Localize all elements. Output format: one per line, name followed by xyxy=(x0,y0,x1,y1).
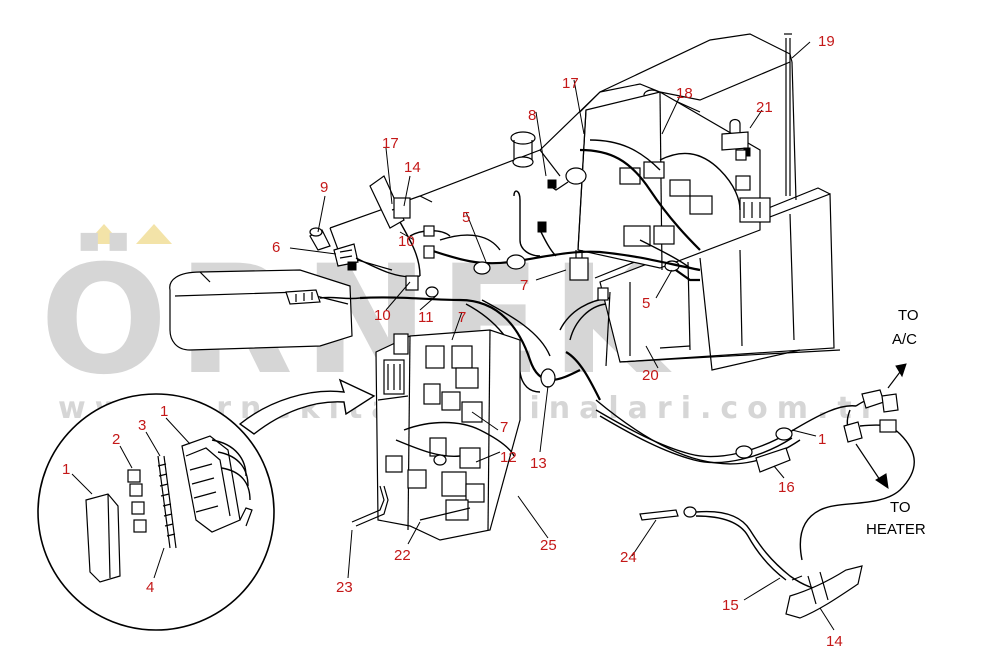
leader-lines xyxy=(71,41,835,631)
callout-19: 19 xyxy=(818,33,835,50)
to-ac-line1: TO xyxy=(898,307,919,324)
detail-inset xyxy=(37,378,376,631)
to-ac-line2: A/C xyxy=(892,331,917,348)
callout-5-upper: 5 xyxy=(462,209,470,226)
watermark-accent-left xyxy=(86,224,122,244)
callout-7-a: 7 xyxy=(520,277,528,294)
callout-10-lower: 10 xyxy=(374,307,391,324)
callout-6: 6 xyxy=(272,239,280,256)
callout-1-harness: 1 xyxy=(818,431,826,448)
callout-22: 22 xyxy=(394,547,411,564)
callout-16: 16 xyxy=(778,479,795,496)
rear-panel xyxy=(547,33,841,371)
callout-10-upper: 10 xyxy=(398,233,415,250)
callout-5-lower: 5 xyxy=(642,295,650,312)
callout-17-right: 17 xyxy=(562,75,579,92)
callout-20: 20 xyxy=(642,367,659,384)
callout-numbers: 1 2 3 1 1 4 5 5 6 7 7 7 8 9 10 10 11 12 … xyxy=(62,33,843,650)
fuse-relay-box xyxy=(351,329,521,541)
callout-2: 2 xyxy=(112,431,120,448)
callout-8: 8 xyxy=(528,107,536,124)
callout-4: 4 xyxy=(146,579,154,596)
callout-14-upper: 14 xyxy=(404,159,421,176)
callout-13: 13 xyxy=(530,455,547,472)
callout-15: 15 xyxy=(722,597,739,614)
callout-1-cover: 1 xyxy=(62,461,70,478)
callout-3: 3 xyxy=(138,417,146,434)
callout-14-lower: 14 xyxy=(826,633,843,650)
lower-harness xyxy=(595,363,915,619)
seat-console xyxy=(169,269,361,351)
callout-12: 12 xyxy=(500,449,517,466)
watermark-accent-right xyxy=(136,224,172,244)
callout-17-left: 17 xyxy=(382,135,399,152)
callout-21: 21 xyxy=(756,99,773,116)
callout-7-b: 7 xyxy=(458,309,466,326)
direction-notes: TO A/C TO HEATER xyxy=(866,307,926,538)
callout-11: 11 xyxy=(418,309,434,326)
callout-25: 25 xyxy=(540,537,557,554)
callout-7-c: 7 xyxy=(500,419,508,436)
callout-24: 24 xyxy=(620,549,637,566)
callout-1-fuse-box: 1 xyxy=(160,403,168,420)
to-heater-line2: HEATER xyxy=(866,521,926,538)
callout-23: 23 xyxy=(336,579,353,596)
callout-9: 9 xyxy=(320,179,328,196)
main-harness xyxy=(359,190,801,465)
to-heater-line1: TO xyxy=(890,499,911,516)
callout-18: 18 xyxy=(676,85,693,102)
